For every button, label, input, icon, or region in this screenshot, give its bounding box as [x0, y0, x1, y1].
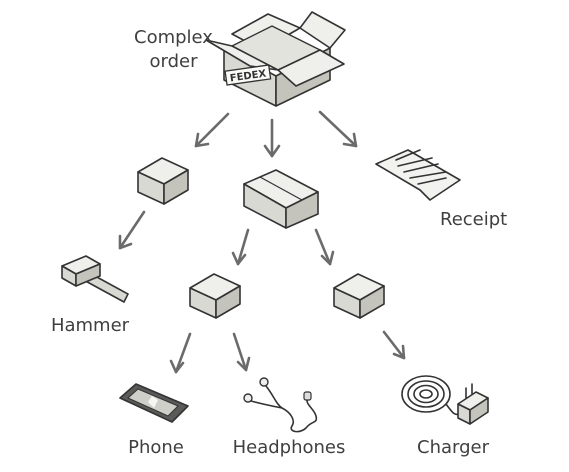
- hammer-icon: [61, 255, 129, 303]
- charger-icon: [401, 375, 489, 425]
- arrow-icon: [263, 118, 281, 158]
- headphones-icon: [243, 377, 318, 433]
- phone-label: Phone: [128, 437, 184, 458]
- arrow-icon: [194, 112, 230, 148]
- arrow-icon: [318, 110, 358, 148]
- arrow-icon: [382, 330, 406, 360]
- arrow-icon: [232, 332, 251, 372]
- arrow-icon: [118, 210, 146, 250]
- complex-order-label: Complex order: [134, 26, 213, 74]
- complex-order-label-line1: Complex: [134, 27, 213, 48]
- headphones-label: Headphones: [232, 437, 346, 458]
- shipping-label-text: FEDEX: [229, 68, 267, 84]
- arrow-icon: [169, 332, 192, 374]
- open-shipping-box-icon: FEDEX: [205, 11, 346, 107]
- box-icon: [333, 273, 385, 319]
- charger-label: Charger: [417, 437, 489, 458]
- phone-icon: [119, 383, 189, 423]
- box-icon: [137, 157, 189, 205]
- receipt-icon: [375, 149, 461, 201]
- arrow-icon: [231, 228, 250, 266]
- receipt-label: Receipt: [440, 209, 508, 230]
- complex-order-label-line2: order: [149, 51, 198, 72]
- box-icon: [243, 169, 319, 229]
- hammer-label: Hammer: [50, 315, 130, 336]
- box-icon: [189, 273, 241, 319]
- arrow-icon: [314, 228, 335, 266]
